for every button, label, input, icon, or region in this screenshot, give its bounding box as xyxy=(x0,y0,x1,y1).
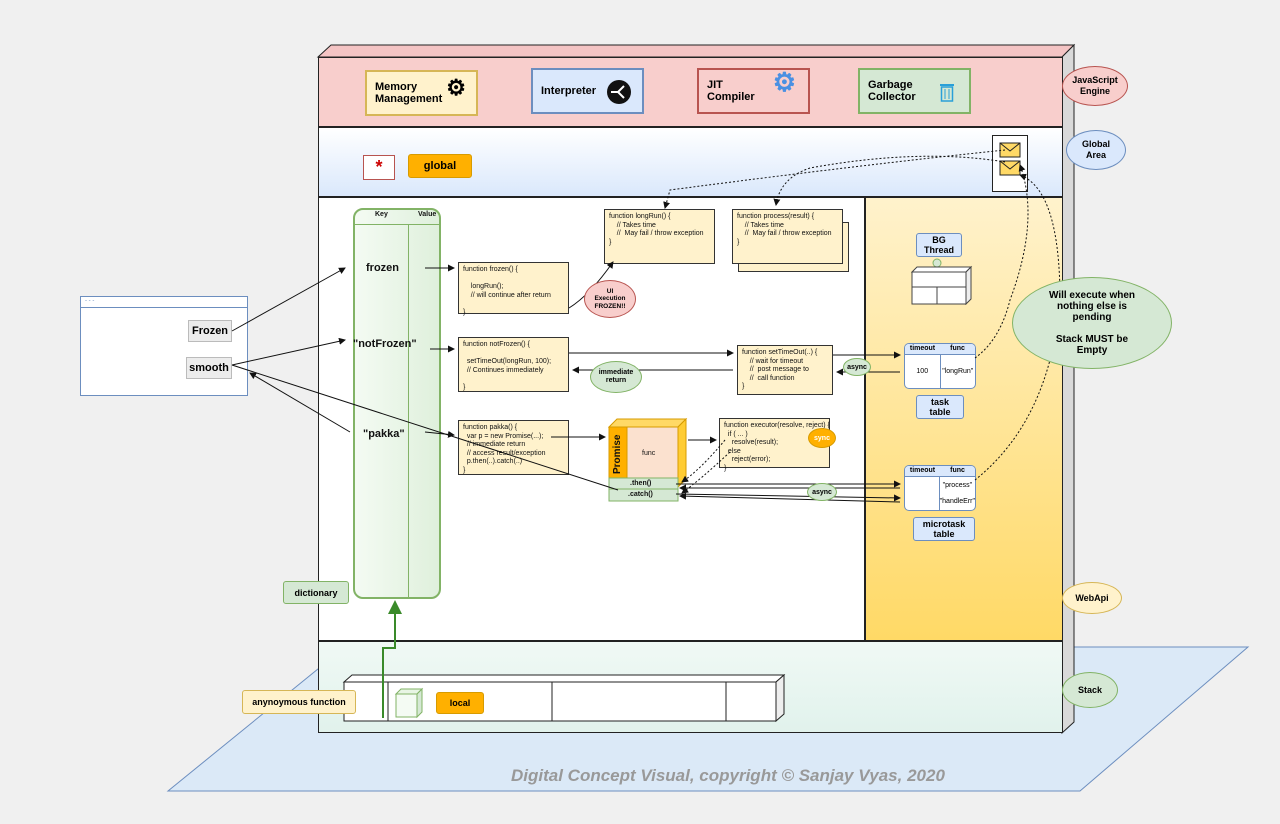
garbage-collector-label: Garbage Collector xyxy=(868,79,916,103)
process-function-code: function process(result) { // Takes time… xyxy=(732,209,843,264)
dictionary-key-header: Key xyxy=(375,211,388,218)
promise-func: func xyxy=(642,450,656,457)
task-table-label: task table xyxy=(916,395,964,419)
jit-compiler-label: JIT Compiler xyxy=(707,79,755,103)
javascript-engine-cloud: JavaScript Engine xyxy=(1062,66,1128,106)
dictionary-key-frozen: frozen xyxy=(366,262,399,274)
gear-icon: ⚙ xyxy=(772,67,796,97)
bg-thread-box xyxy=(911,258,973,305)
global-area-cloud: Global Area xyxy=(1066,130,1126,170)
bg-thread-label: BG Thread xyxy=(916,233,962,257)
asterisk-icon: * xyxy=(363,155,395,180)
trash-icon xyxy=(940,84,954,102)
promise-catch: .catch() xyxy=(628,491,653,498)
task-table-row-func: "longRun" xyxy=(939,355,976,388)
dictionary-key-pakka: "pakka" xyxy=(363,428,405,440)
task-table-header-timeout: timeout xyxy=(909,345,936,352)
promise-then: .then() xyxy=(630,480,652,487)
copyright-text: Digital Concept Visual, copyright © Sanj… xyxy=(511,766,945,785)
brain-icon: ⚙ xyxy=(446,75,466,100)
sync-cloud: sync xyxy=(808,428,836,448)
memory-management-label: Memory Management xyxy=(375,81,443,105)
dictionary-key-notfrozen: "notFrozen" xyxy=(353,338,417,350)
envelope-icon xyxy=(992,135,1028,192)
async-timeout-cloud: async xyxy=(843,358,871,376)
frozen-function-code: function frozen() { longRun(); // will c… xyxy=(458,262,569,316)
task-table-row-timeout: 100 xyxy=(916,368,929,375)
ui-frozen-cloud: UI Execution FROZEN!! xyxy=(584,280,636,318)
task-table-header-func: func xyxy=(950,345,965,352)
microtask-row-handleerr: "handleErr" xyxy=(939,498,975,506)
browser-titlebar: - - - xyxy=(81,297,247,308)
stack-frames xyxy=(342,674,786,723)
async-micro-cloud: async xyxy=(807,483,837,501)
smooth-button[interactable]: smooth xyxy=(186,357,232,379)
immediate-return-cloud: immediate return xyxy=(590,361,642,393)
longrun-function-code: function longRun() { // Takes time // Ma… xyxy=(604,209,715,264)
garbage-collector-box: Garbage Collector xyxy=(858,68,971,114)
pakka-function-code: function pakka() { var p = new Promise(.… xyxy=(458,420,569,475)
microtask-table-header-func: func xyxy=(950,467,965,474)
notfrozen-function-code: function notFrozen() { setTimeOut(longRu… xyxy=(458,337,569,392)
promise-title: Promise xyxy=(612,434,623,474)
anonymous-function-label: anynoymous function xyxy=(242,690,356,714)
task-table: timeout func 100 "longRun" xyxy=(904,343,976,389)
will-execute-cloud: Will execute when nothing else is pendin… xyxy=(1012,277,1172,369)
dictionary-divider xyxy=(408,224,409,599)
microtask-table-header-timeout: timeout xyxy=(909,467,936,474)
memory-management-box: Memory Management ⚙ xyxy=(365,70,478,116)
dictionary-header-line xyxy=(355,224,439,225)
global-tag: global xyxy=(408,154,472,178)
local-tag: local xyxy=(436,692,484,714)
browser-window: - - - xyxy=(80,296,248,396)
interpreter-label: Interpreter xyxy=(541,85,597,97)
dictionary-label: dictionary xyxy=(283,581,349,604)
settimeout-function-code: function setTimeOut(..) { // wait for ti… xyxy=(737,345,833,395)
interpreter-box: Interpreter xyxy=(531,68,644,114)
arrow-split-icon xyxy=(607,80,631,104)
frozen-button[interactable]: Frozen xyxy=(188,320,232,342)
jit-compiler-box: JIT Compiler ⚙ xyxy=(697,68,810,114)
dictionary-value-header: Value xyxy=(418,211,437,218)
webapi-cloud: WebApi xyxy=(1062,582,1122,614)
stack-cloud: Stack xyxy=(1062,672,1118,708)
microtask-table-label: microtask table xyxy=(913,517,975,541)
microtask-row-process: "process" xyxy=(942,481,973,489)
microtask-table: timeout func "process" "handleErr" xyxy=(904,465,976,511)
